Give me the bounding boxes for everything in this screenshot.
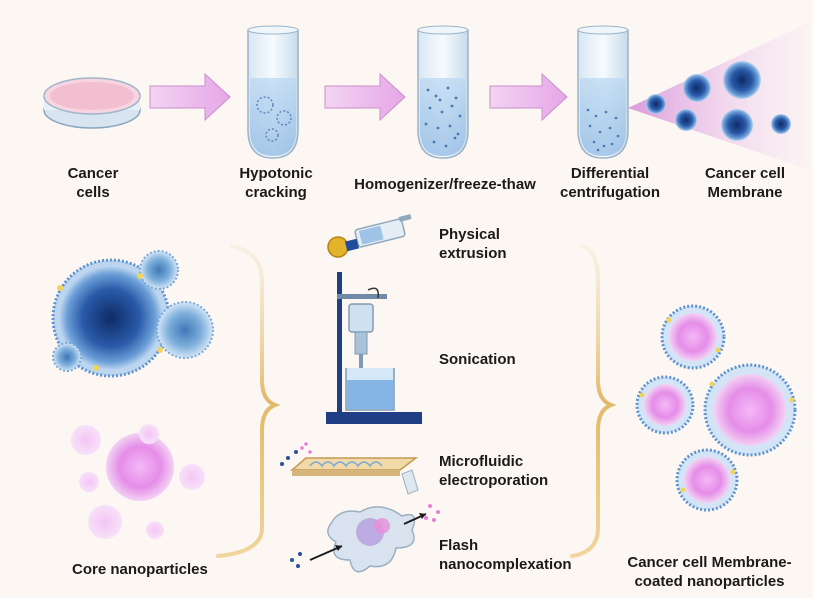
membrane-vesicle (646, 94, 666, 114)
microfluidic-chip-icon (280, 442, 419, 495)
coated-nanoparticles-label: Cancer cell Membrane- coated nanoparticl… (627, 554, 792, 590)
sonication-label: Sonication (439, 351, 516, 368)
step-arrow (324, 72, 406, 122)
left-brace (216, 244, 281, 558)
magnify-beam (628, 22, 810, 170)
cancer-cells-label: Cancer cells (67, 165, 119, 201)
step-arrow (489, 72, 568, 122)
test-tube-hypotonic-icon (247, 25, 299, 159)
right-brace (570, 244, 617, 558)
physical-extrusion-label: Physical extrusion (439, 226, 507, 262)
petri-dish-icon (43, 77, 141, 129)
core-nanoparticles-label: Core nanoparticles (72, 561, 208, 578)
homogenizer-freeze-thaw-label: Homogenizer/freeze-thaw (354, 176, 536, 193)
syringe-extruder-icon (327, 214, 412, 258)
cancer-cell-cluster (51, 250, 214, 378)
microfluidic-electroporation-label: Microfluidic electroporation (439, 453, 549, 489)
flash-nanocomplexation-label: Flash nanocomplexation (439, 537, 572, 573)
sonicator-icon (326, 272, 422, 424)
membrane-vesicle (683, 74, 711, 102)
hypotonic-cracking-label: Hypotonic cracking (239, 165, 313, 201)
membrane-vesicle (723, 61, 761, 99)
membrane-vesicle (675, 109, 697, 131)
step-arrow (149, 72, 231, 122)
test-tube-homogenizer-icon (417, 25, 469, 159)
differential-centrifugation-label: Differential centrifugation (560, 165, 660, 201)
membrane-vesicle (721, 109, 753, 141)
core-nanoparticle-cluster (71, 424, 205, 539)
test-tube-centrifugation-icon (577, 25, 629, 159)
coated-nanoparticle-cluster (635, 304, 797, 512)
flash-mixer-icon (290, 504, 440, 573)
cancer-cell-membrane-label: Cancer cell Membrane (704, 165, 786, 201)
membrane-vesicle (771, 114, 791, 134)
